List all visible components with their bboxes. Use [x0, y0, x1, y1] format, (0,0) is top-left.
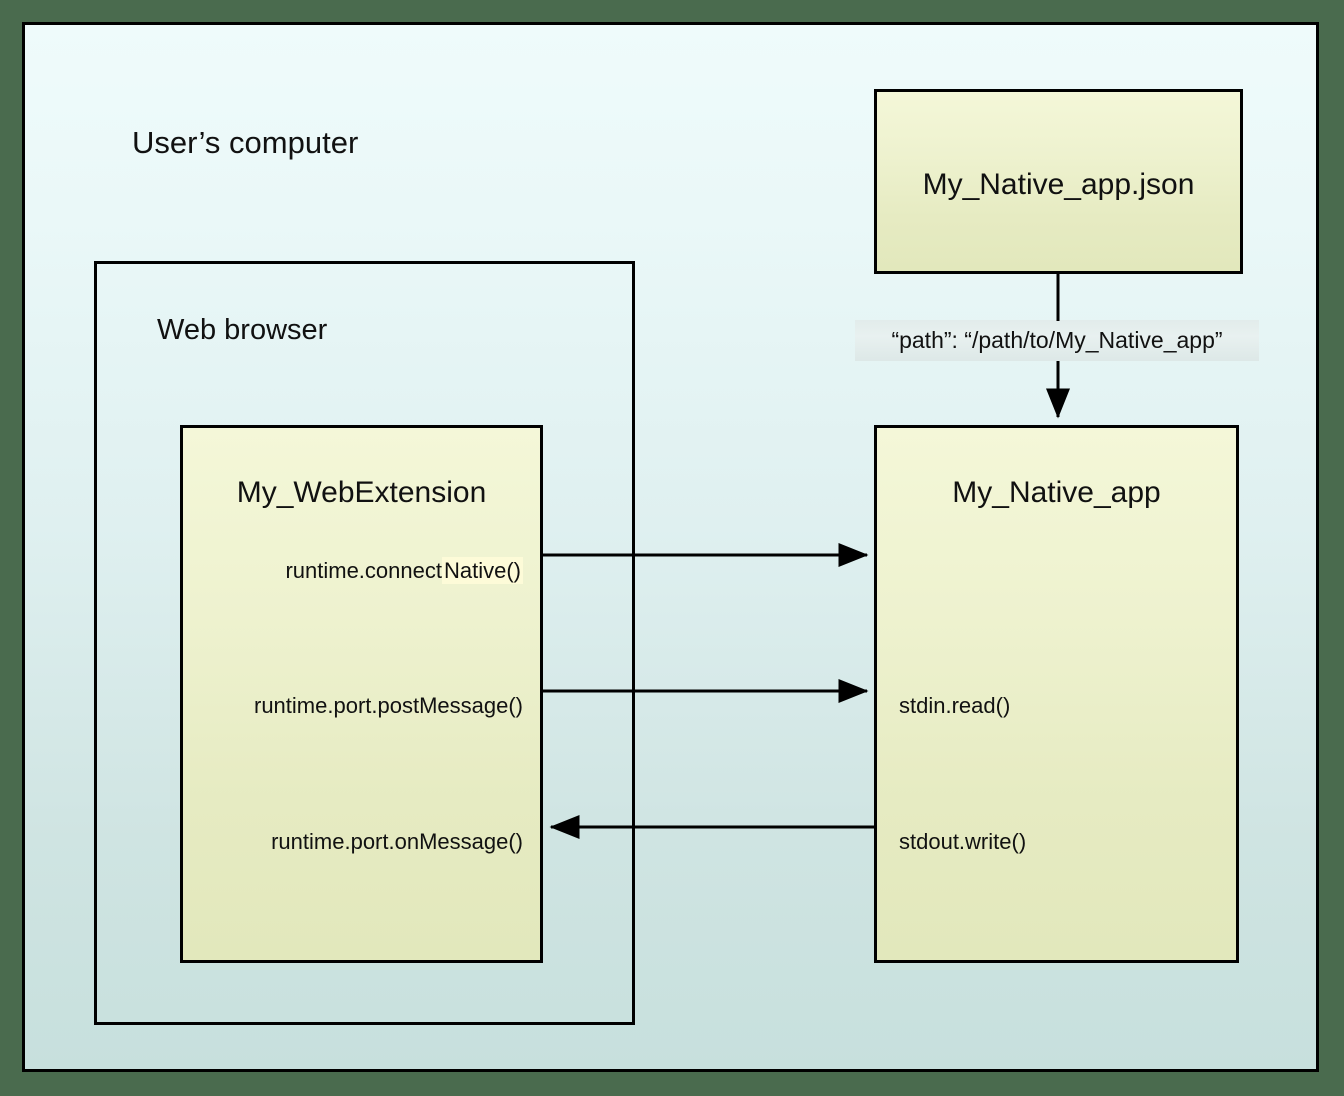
- my-native-app-json-box: My_Native_app.json: [874, 89, 1243, 274]
- users-computer-label: User’s computer: [132, 125, 359, 160]
- method-connect-native-highlight: Native(): [441, 557, 523, 584]
- web-browser-label: Web browser: [157, 314, 328, 346]
- method-connect-native-prefix: runtime.connect: [285, 558, 442, 583]
- manifest-path-label: “path”: “/path/to/My_Native_app”: [855, 320, 1259, 361]
- method-stdin-read: stdin.read(): [899, 693, 1011, 718]
- method-stdout-write: stdout.write(): [899, 829, 1027, 854]
- my-native-app-json-title: My_Native_app.json: [922, 168, 1195, 201]
- my-webextension-box: My_WebExtension runtime.connectNative() …: [180, 425, 543, 963]
- method-post-message: runtime.port.postMessage(): [254, 693, 523, 718]
- method-on-message: runtime.port.onMessage(): [271, 829, 523, 854]
- diagram-canvas: User’s computer Web browser My_WebExtens…: [22, 22, 1319, 1072]
- my-native-app-title: My_Native_app: [952, 476, 1161, 509]
- my-native-app-box: My_Native_app stdin.read() stdout.write(…: [874, 425, 1239, 963]
- my-webextension-title: My_WebExtension: [236, 476, 487, 509]
- method-connect-native: runtime.connectNative(): [183, 557, 523, 584]
- web-browser-container: Web browser: [94, 261, 635, 1025]
